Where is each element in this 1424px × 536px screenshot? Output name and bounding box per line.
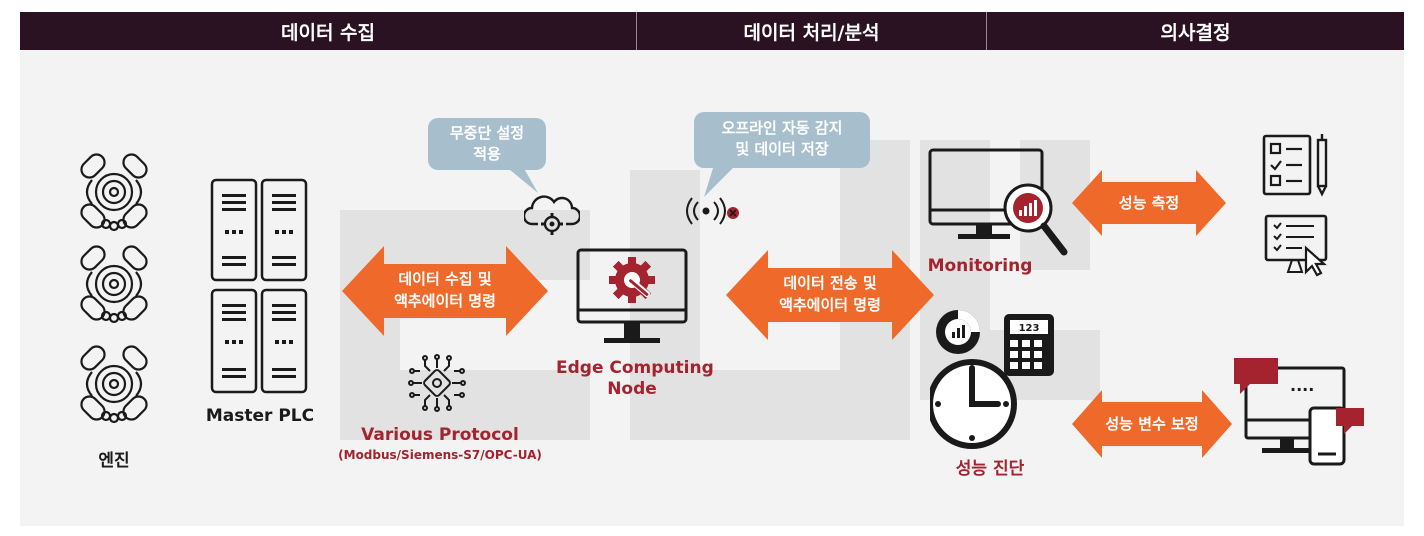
engine-icon	[80, 153, 148, 232]
bubble-uninterrupted-line1: 무중단 설정	[449, 124, 525, 142]
arrow-collect-line1: 데이터 수집 및	[398, 270, 492, 288]
svg-text:123: 123	[1019, 323, 1040, 334]
header-bar: 데이터 수집 데이터 처리/분석 의사결정	[20, 12, 1404, 50]
diagram-panel: 엔진 Master PLC 데이터 수집 및 액추에이터 명	[20, 50, 1404, 526]
arrow-collect-line2: 액추에이터 명령	[394, 292, 496, 310]
arrow-collect-text: 데이터 수집 및 액추에이터 명령	[342, 268, 548, 312]
double-arrow-calibrate	[1072, 390, 1232, 458]
diagnosis-label: 성능 진단	[955, 459, 1025, 479]
double-arrow-collect	[342, 246, 548, 336]
monitor-gear-icon	[576, 248, 688, 343]
edge-node-label: Edge Computing Node	[556, 358, 714, 400]
master-plc-label: Master PLC	[205, 406, 315, 426]
protocol-list-label: (Modbus/Siemens-S7/OPC-UA)	[338, 448, 542, 462]
checklist-pen-icon	[1262, 134, 1328, 197]
screen-dots: ····	[1290, 380, 1315, 399]
double-arrow-measure	[1072, 170, 1226, 236]
server-rack-icon	[210, 178, 308, 394]
arrow-transmit-line1: 데이터 전송 및	[783, 274, 877, 292]
edge-node-line2: Node	[607, 379, 657, 399]
various-protocol-label: Various Protocol	[361, 425, 519, 445]
arrow-measure-text: 성능 측정	[1118, 194, 1180, 212]
monitor-checklist-icon	[1264, 214, 1328, 277]
offline-signal-icon	[686, 197, 739, 225]
bubble-tail-offline	[704, 165, 736, 197]
header-decision-making: 의사결정	[1160, 21, 1231, 44]
bubble-offline-line2: 및 데이터 저장	[735, 140, 829, 158]
arrow-calibrate-text: 성능 변수 보정	[1105, 415, 1199, 433]
clock-chart-calculator-icon: 123	[930, 310, 1054, 449]
bubble-tail-uninterrupted	[504, 165, 538, 193]
monitor-magnifier-icon	[928, 148, 1068, 256]
arrow-transmit-line2: 액추에이터 명령	[779, 296, 881, 314]
header-data-processing: 데이터 처리/분석	[637, 12, 987, 50]
engine-label: 엔진	[98, 451, 130, 471]
edge-node-line1: Edge Computing	[556, 358, 714, 378]
bubble-offline: 오프라인 자동 감지 및 데이터 저장	[694, 112, 870, 168]
header-data-collection: 데이터 수집	[20, 12, 637, 50]
cloud-gear-icon	[524, 195, 580, 235]
arrow-transmit-text: 데이터 전송 및 액추에이터 명령	[726, 272, 934, 316]
engine-icon	[80, 345, 148, 424]
chip-icon	[408, 354, 466, 412]
engine-icon	[80, 245, 148, 324]
bubble-uninterrupted-line2: 적용	[473, 145, 501, 163]
devices-chat-icon	[1234, 358, 1364, 466]
bubble-uninterrupted: 무중단 설정 적용	[428, 118, 546, 170]
bubble-offline-line1: 오프라인 자동 감지	[721, 119, 843, 137]
monitoring-label: Monitoring	[927, 256, 1033, 276]
double-arrow-transmit	[726, 250, 934, 340]
